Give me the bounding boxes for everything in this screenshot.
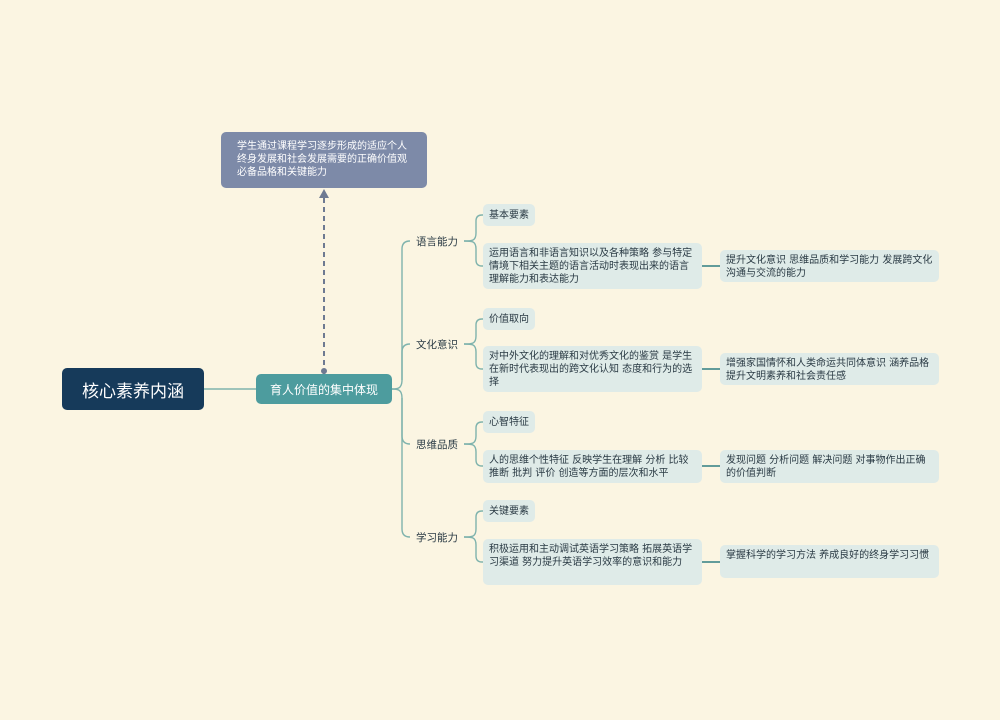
outcome-thinking-quality[interactable]: 发现问题 分析问题 解决问题 对事物作出正确的价值判断 [720, 450, 939, 483]
hub-dashed-anchor-dot [321, 368, 327, 374]
hub-cat-connector-4 [401, 398, 411, 538]
hub-cat-connector-3 [391, 388, 411, 445]
cat-tag-connector-1 [463, 214, 483, 242]
detail-learning-ability[interactable]: 积极运用和主动调试英语学习策略 拓展英语学习渠道 努力提升英语学习效率的意识和能… [483, 539, 702, 585]
tag-basic-element[interactable]: 基本要素 [483, 204, 535, 226]
detail-language-ability[interactable]: 运用语言和非语言知识以及各种策略 参与特定情境下相关主题的语言活动时表现出来的语… [483, 243, 702, 289]
category-learning-ability[interactable]: 学习能力 [416, 531, 458, 544]
cat-tag-connector-4 [463, 510, 483, 538]
cat-detail-connector-1 [463, 240, 483, 267]
hub-node[interactable]: 育人价值的集中体现 [256, 374, 392, 404]
tag-value-orientation[interactable]: 价值取向 [483, 308, 535, 330]
detail-cultural-awareness[interactable]: 对中外文化的理解和对优秀文化的鉴赏 是学生在新时代表现出的跨文化认知 态度和行为… [483, 346, 702, 392]
outcome-learning-ability[interactable]: 掌握科学的学习方法 养成良好的终身学习习惯 [720, 545, 939, 578]
definition-note[interactable]: 学生通过课程学习逐步形成的适应个人终身发展和社会发展需要的正确价值观 必备品格和… [221, 132, 427, 188]
hub-cat-connector-2 [401, 343, 411, 380]
outcome-cultural-awareness[interactable]: 增强家国情怀和人类命运共同体意识 涵养品格 提升文明素养和社会责任感 [720, 353, 939, 385]
outcome-language-ability[interactable]: 提升文化意识 思维品质和学习能力 发展跨文化沟通与交流的能力 [720, 250, 939, 282]
cat-tag-connector-2 [463, 318, 483, 345]
detail-thinking-quality[interactable]: 人的思维个性特征 反映学生在理解 分析 比较 推断 批判 评价 创造等方面的层次… [483, 450, 702, 483]
category-language-ability[interactable]: 语言能力 [416, 235, 458, 248]
cat-detail-connector-2 [463, 343, 483, 370]
root-node[interactable]: 核心素养内涵 [62, 368, 204, 410]
cat-tag-connector-3 [463, 421, 483, 445]
category-cultural-awareness[interactable]: 文化意识 [416, 338, 458, 351]
cat-detail-connector-3 [463, 443, 483, 467]
hub-cat-connector-1 [391, 240, 411, 390]
tag-key-element[interactable]: 关键要素 [483, 500, 535, 522]
tag-mental-trait[interactable]: 心智特征 [483, 411, 535, 433]
cat-detail-connector-4 [463, 536, 483, 563]
category-thinking-quality[interactable]: 思维品质 [416, 438, 458, 451]
note-arrow-head [319, 189, 329, 198]
